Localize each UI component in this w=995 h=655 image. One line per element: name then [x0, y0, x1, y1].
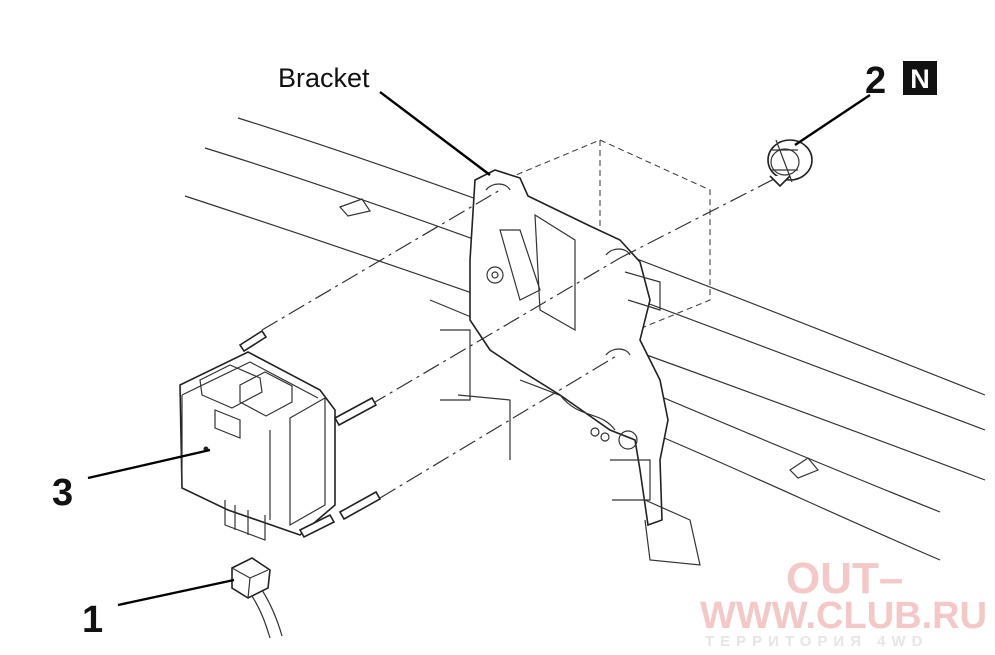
new-part-badge-text: N [910, 64, 930, 94]
callout-2: 2 [865, 60, 886, 102]
bracket-label: Bracket [278, 63, 370, 93]
connector-cable [231, 557, 283, 639]
callout-3: 3 [52, 472, 73, 514]
callout-1: 1 [82, 599, 103, 641]
watermark-line2: WWW.CLUB.RU [700, 595, 987, 637]
leader-lines [87, 91, 871, 607]
sensor-module [179, 329, 382, 541]
watermark: OUT– WWW.CLUB.RU ТЕРРИТОРИЯ 4WD [700, 554, 987, 650]
new-part-badge: N [903, 61, 937, 95]
bracket [440, 169, 701, 566]
watermark-line1: OUT– [786, 554, 903, 603]
watermark-line3: ТЕРРИТОРИЯ 4WD [705, 633, 928, 650]
clip-nut [767, 139, 813, 188]
alignment-lines [261, 175, 781, 499]
